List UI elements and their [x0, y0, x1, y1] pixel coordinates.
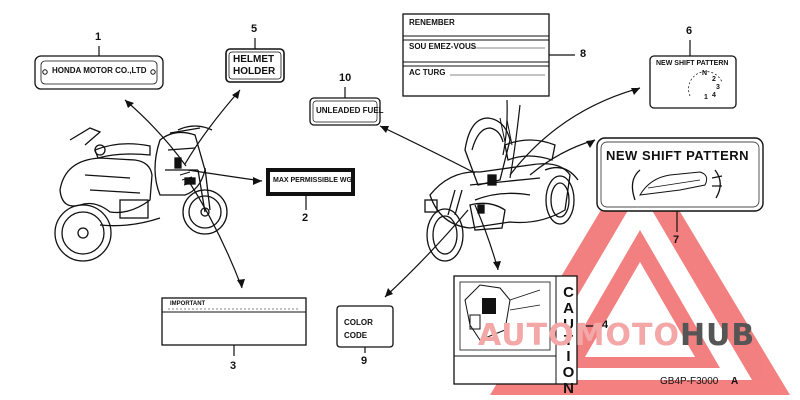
label-important — [161, 297, 307, 346]
shift-4: 4 — [712, 92, 716, 99]
callout-7: 7 — [673, 234, 680, 246]
renember-text: RENEMBER — [409, 18, 455, 27]
souvenez-text: SOU EMEZ-VOUS — [409, 42, 477, 51]
callout-1: 1 — [95, 31, 102, 43]
shift-2: 2 — [712, 76, 716, 83]
shift-1: 1 — [704, 94, 708, 101]
part-code: GB4P-F3000 — [660, 376, 719, 387]
watermark-text-automoto: AUTOMOTO — [478, 318, 680, 353]
right-motorcycle — [424, 117, 579, 262]
label-renember — [402, 13, 550, 97]
callout-5: 5 — [251, 23, 258, 35]
unleaded-text: UNLEADED FUEL — [316, 106, 384, 115]
callout-9: 9 — [361, 355, 368, 367]
left-motorcycle — [54, 125, 228, 262]
honda-motor-text: HONDA MOTOR CO.,LTD — [52, 66, 147, 75]
label-shift-small — [649, 55, 737, 109]
arrowheads — [125, 88, 640, 297]
callout-2: 2 — [302, 212, 309, 224]
label-caution — [453, 275, 578, 385]
acturg-text: AC TURG — [409, 68, 446, 77]
color-text: COLOR — [344, 318, 373, 327]
shift-large-text: NEW SHIFT PATTERN — [606, 148, 750, 163]
callout-3: 3 — [230, 360, 237, 372]
callout-6: 6 — [686, 25, 693, 37]
callout-8: 8 — [580, 48, 587, 60]
shift-3: 3 — [716, 84, 720, 91]
callout-10: 10 — [339, 72, 352, 84]
label-shift-large — [596, 137, 764, 212]
code-text: CODE — [344, 331, 368, 340]
label-honda-motor — [34, 55, 164, 90]
helmet-text: HELMET — [233, 54, 275, 65]
important-text: IMPORTANT — [170, 301, 206, 307]
shift-n: N — [702, 70, 708, 77]
label-max-weight — [266, 168, 355, 196]
shift-small-text: NEW SHIFT PATTERN — [656, 60, 729, 67]
caution-text: CAUTION — [560, 284, 577, 396]
watermark-text-hub: HUB — [679, 318, 756, 353]
max-weight-text: MAX PERMISSIBLE WGI — [273, 177, 354, 184]
part-code-suffix: A — [731, 376, 739, 387]
callout-4: 4 — [602, 319, 609, 331]
holder-text: HOLDER — [233, 66, 276, 77]
watermark-logo: AUTOMOTOHUB — [478, 318, 755, 353]
